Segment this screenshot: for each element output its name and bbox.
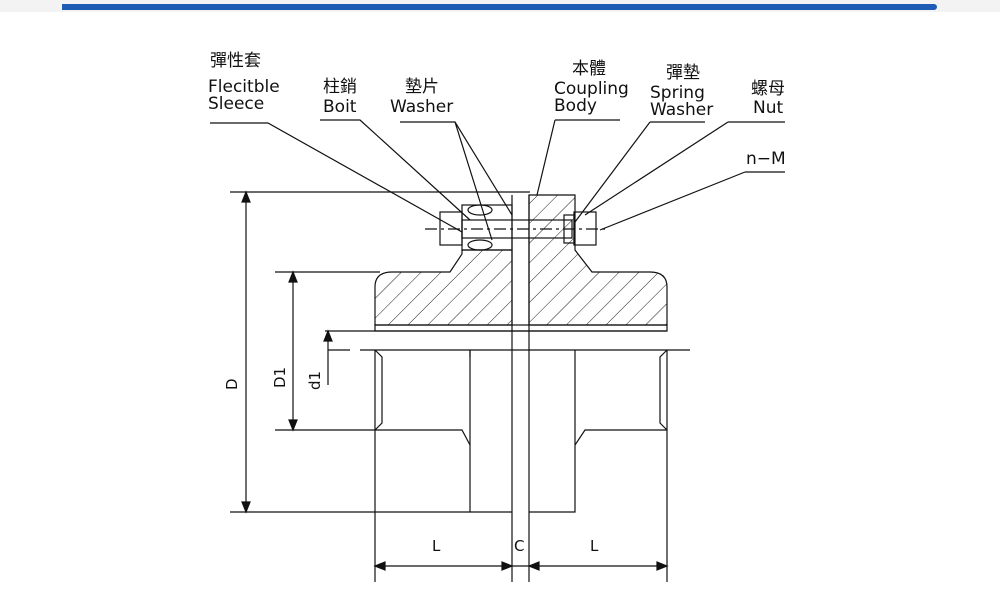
leader-n-m — [599, 171, 785, 231]
label-bolt-en: Boit — [323, 97, 357, 117]
label-n-m: n−M — [746, 149, 786, 169]
dim-label-L-left: L — [432, 537, 441, 555]
label-spring-washer-cn: 彈墊 — [666, 63, 700, 83]
dim-label-D: D — [223, 378, 241, 390]
left-flange-section — [374, 249, 513, 326]
label-spring-washer-en1: Spring — [650, 83, 705, 103]
leader-bolt — [320, 119, 471, 221]
label-nut-en: Nut — [753, 98, 783, 118]
leader-washer — [400, 121, 513, 241]
dim-label-C: C — [514, 537, 524, 555]
nut — [573, 211, 597, 246]
label-flexible-sleeve-en1: Flecitble — [208, 77, 280, 97]
right-hub-outline — [529, 349, 668, 513]
label-coupling-body-cn: 本體 — [572, 59, 606, 79]
right-flange-section — [528, 194, 668, 326]
dim-label-d1: d1 — [306, 371, 324, 390]
label-washer-cn: 墊片 — [405, 77, 439, 97]
coupling-body-top-band — [374, 324, 668, 332]
leader-coupling-body — [536, 119, 620, 196]
leader-flexible-sleeve — [210, 122, 463, 233]
label-flexible-sleeve-en2: Sleece — [208, 94, 264, 114]
top-accent-bar — [62, 4, 937, 10]
leader-spring-washer — [574, 121, 705, 223]
leader-nut — [584, 121, 785, 216]
label-coupling-body-en2: Body — [554, 96, 597, 116]
label-bolt-cn: 柱銷 — [323, 77, 357, 97]
label-spring-washer-en2: Washer — [650, 100, 713, 120]
label-flexible-sleeve-cn: 彈性套 — [210, 51, 261, 71]
label-washer-en: Washer — [390, 97, 453, 117]
dim-label-D1: D1 — [271, 367, 289, 388]
left-hub-outline — [374, 349, 512, 513]
dim-label-L-right: L — [590, 537, 599, 555]
label-nut-cn: 螺母 — [751, 79, 785, 99]
top-bar — [0, 0, 1000, 12]
label-coupling-body-en1: Coupling — [554, 79, 629, 99]
